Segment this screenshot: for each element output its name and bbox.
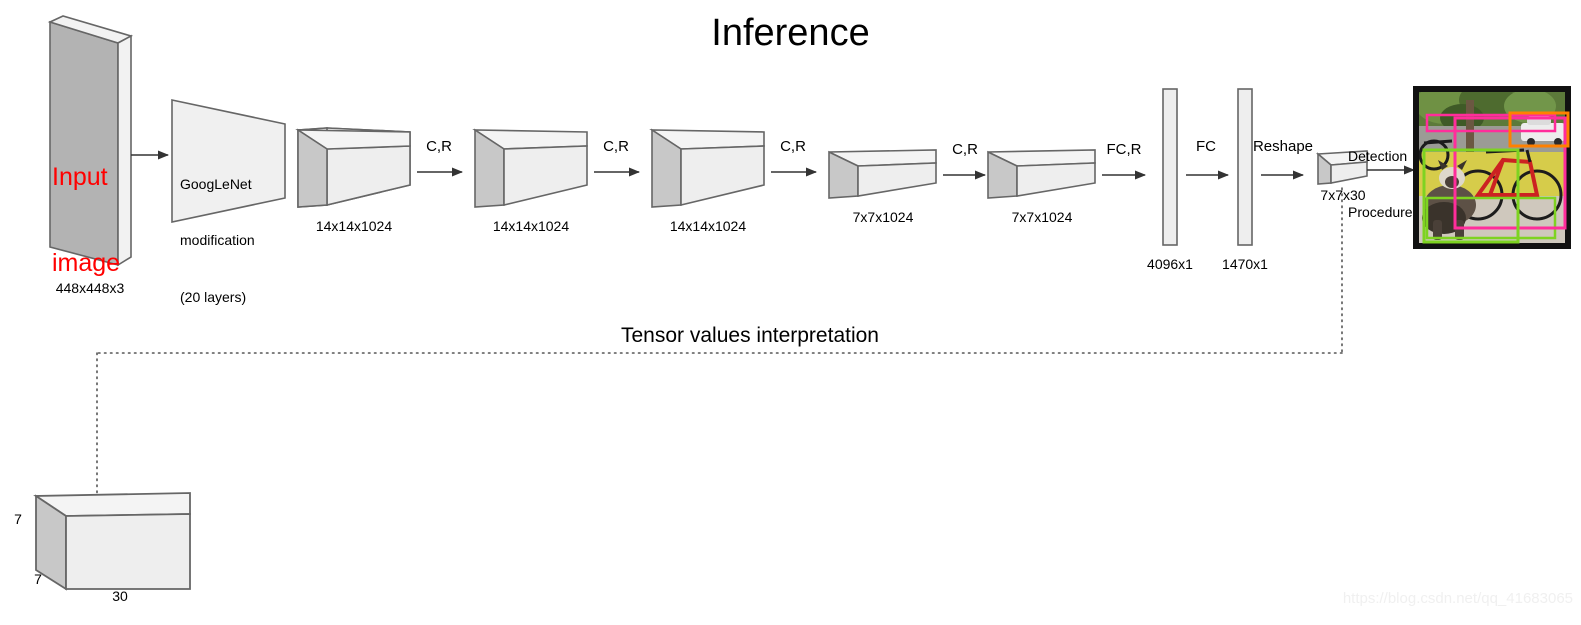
conv-block-2-shape	[472, 128, 588, 208]
output-tensor-shape	[1315, 150, 1368, 185]
backbone-label-line1: GoogLeNet	[180, 175, 252, 192]
conv-block-1-dim: 14x14x1024	[315, 218, 393, 234]
bbox-line-green-bottom	[1425, 196, 1557, 240]
input-image-slab	[47, 15, 134, 267]
conv-block-2-dim: 14x14x1024	[492, 218, 570, 234]
detection-procedure-line1: Detection	[1348, 147, 1408, 164]
tensor-interpretation-cube	[33, 492, 191, 591]
detection-procedure-label: Detection Procedure	[1348, 109, 1448, 260]
output-tensor-dim: 7x7x30	[1320, 187, 1366, 203]
conv-block-4-dim: 7x7x1024	[852, 209, 914, 225]
fc-4096-dim: 4096x1	[1147, 256, 1193, 272]
op-cr-1-label: C,R	[426, 138, 452, 155]
op-cr-4-label: C,R	[952, 141, 978, 158]
backbone-label-line2: modification	[180, 232, 255, 249]
op-cr-2-label: C,R	[603, 138, 629, 155]
conv-block-4-shape	[828, 149, 937, 199]
fc-4096-bar	[1162, 88, 1178, 246]
input-image-label-line2: image	[52, 248, 121, 277]
conv-block-5-shape	[987, 149, 1096, 199]
op-cr-3-label: C,R	[780, 138, 806, 155]
tensor-interpretation-title: Tensor values interpretation	[621, 324, 879, 347]
tensor-cube-height-label: 7	[14, 511, 22, 527]
tensor-cube-depth-label: 7	[34, 571, 42, 587]
fc-1470-dim: 1470x1	[1222, 256, 1268, 272]
watermark: https://blog.csdn.net/qq_41683065	[1342, 590, 1573, 607]
op-reshape-label: Reshape	[1252, 138, 1314, 155]
conv-block-1-shape	[295, 127, 411, 208]
backbone-trapezoid	[171, 99, 286, 223]
op-fcr-label: FC,R	[1106, 141, 1142, 158]
backbone-label: GoogLeNet modification (20 layers)	[180, 137, 290, 345]
detection-result-image	[1413, 86, 1571, 249]
page-title: Inference	[711, 12, 870, 54]
input-image-dim: 448x448x3	[55, 280, 125, 296]
bbox-line-pink-top	[1425, 113, 1557, 133]
bbox-dog	[1422, 148, 1520, 244]
bbox-car	[1508, 111, 1570, 148]
detection-procedure-line2: Procedure	[1348, 204, 1413, 221]
op-fc-label: FC	[1196, 138, 1216, 155]
backbone-label-line3: (20 layers)	[180, 289, 247, 306]
tensor-cube-width-label: 30	[112, 588, 128, 604]
tensor-interpretation-connector	[96, 187, 1343, 495]
conv-block-5-dim: 7x7x1024	[1011, 209, 1073, 225]
input-image-label-line1: Input	[52, 162, 108, 191]
fc-1470-bar	[1237, 88, 1253, 246]
input-image-label: Input image	[52, 105, 132, 335]
conv-block-3-dim: 14x14x1024	[669, 218, 747, 234]
conv-block-3-shape	[649, 128, 765, 208]
